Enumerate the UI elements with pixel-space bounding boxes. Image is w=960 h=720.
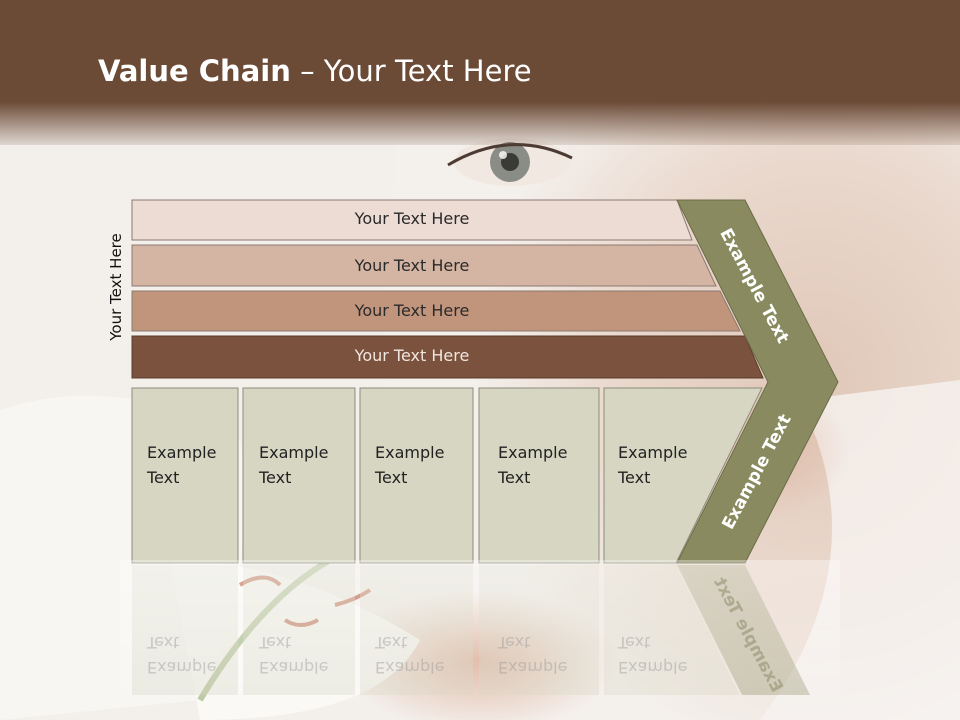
column-reflection-1-line2: Text [147, 633, 180, 652]
column-reflection-5-line2: Text [618, 633, 651, 652]
column-reflection-2-line2: Text [259, 633, 292, 652]
column-label-4-line2: Text [498, 468, 531, 487]
row-bar-3 [131, 290, 741, 332]
row-label-1: Your Text Here [354, 209, 470, 228]
column-label-4-line1: Example [498, 443, 568, 462]
column-label-2-line2: Text [259, 468, 292, 487]
column-reflection-4-line1: Example [498, 658, 568, 677]
row-label-4: Your Text Here [354, 346, 470, 365]
column-reflection-5: Example Text [618, 630, 713, 680]
column-label-2-line1: Example [259, 443, 329, 462]
column-label-3-line2: Text [375, 468, 408, 487]
column-reflection-2-line1: Example [259, 658, 329, 677]
column-box-1 [131, 387, 239, 564]
column-label-3-line1: Example [375, 443, 445, 462]
column-label-5-line2: Text [618, 468, 651, 487]
column-label-5-line1: Example [618, 443, 688, 462]
column-box-2 [242, 387, 356, 564]
row-bar-1 [131, 199, 693, 241]
row-bar-4 [131, 335, 764, 379]
column-reflection-3-line2: Text [375, 633, 408, 652]
column-reflection-3-line1: Example [375, 658, 445, 677]
column-label-1-line1: Example [147, 443, 217, 462]
title-bar [0, 0, 960, 145]
title-rest: – Your Text Here [290, 54, 532, 88]
column-label-1-line2: Text [147, 468, 180, 487]
column-reflection-4: Example Text [498, 630, 593, 680]
column-reflection-4-line2: Text [498, 633, 531, 652]
row-bar-2 [131, 244, 717, 287]
column-reflection-1: Example Text [147, 630, 242, 680]
column-reflection-2: Example Text [259, 630, 354, 680]
column-reflection-5-line1: Example [618, 658, 688, 677]
row-label-2: Your Text Here [354, 256, 470, 275]
row-label-3: Your Text Here [354, 301, 470, 320]
title-bold: Value Chain [98, 54, 291, 88]
page-title: Value Chain – Your Text Here [98, 54, 532, 88]
column-box-4 [478, 387, 600, 564]
column-box-3 [359, 387, 474, 564]
column-reflection-1-line1: Example [147, 658, 217, 677]
column-reflection-3: Example Text [375, 630, 470, 680]
